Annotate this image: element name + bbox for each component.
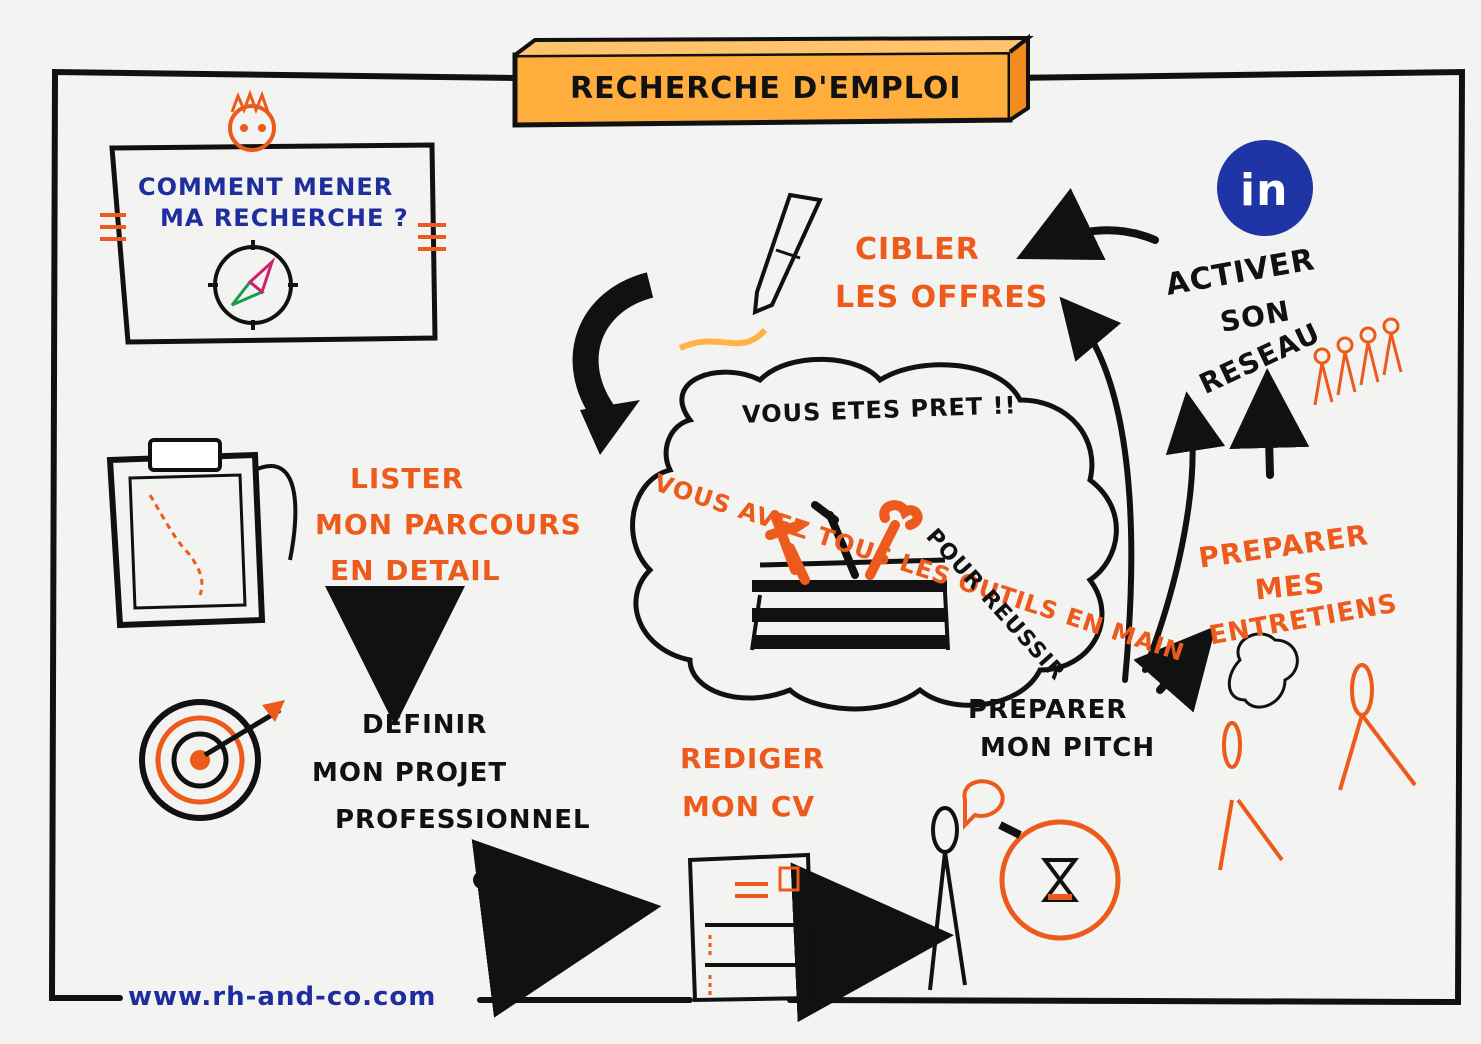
compass-icon	[208, 240, 298, 330]
clipboard-map-icon	[106, 438, 298, 629]
rediger-line-1: REDIGER	[680, 742, 826, 775]
cloud-shape	[630, 356, 1119, 712]
pitch-line-1: PREPARER	[968, 695, 1128, 725]
cibler-line-2: LES OFFRES	[835, 280, 1049, 315]
lister-line-3: EN DETAIL	[330, 554, 501, 587]
linkedin-icon: in	[1217, 140, 1313, 236]
linkedin-badge-text: in	[1240, 165, 1288, 216]
title-banner: RECHERCHE D'EMPLOI	[512, 33, 1034, 128]
cibler-line-1: CIBLER	[855, 232, 980, 267]
toolbox-icon	[750, 500, 950, 651]
rediger-line-2: MON CV	[682, 790, 816, 823]
pitch-figure-icon	[928, 779, 1005, 991]
pen-icon	[678, 192, 823, 351]
cv-document-icon	[687, 852, 815, 1003]
stopwatch-icon	[998, 819, 1121, 941]
curved-arrow-icon	[572, 272, 654, 455]
definir-line-1: DEFINIR	[362, 710, 488, 740]
definir-line-2: MON PROJET	[312, 758, 508, 788]
website-link[interactable]: www.rh-and-co.com	[128, 982, 437, 1012]
network-people-icon	[1313, 317, 1403, 406]
question-line-1: COMMENT MENER	[138, 173, 393, 201]
question-card: COMMENT MENER MA RECHERCHE ?	[100, 89, 446, 345]
pitch-line-2: MON PITCH	[980, 733, 1156, 763]
lister-line-1: LISTER	[350, 462, 465, 495]
definir-line-3: PROFESSIONNEL	[335, 805, 591, 835]
target-icon	[139, 699, 285, 821]
flow-arrows	[325, 188, 1310, 1023]
lister-line-2: MON PARCOURS	[315, 508, 582, 541]
interview-figures-icon	[1218, 632, 1417, 871]
title-text: RECHERCHE D'EMPLOI	[570, 71, 962, 106]
question-line-2: MA RECHERCHE ?	[160, 204, 409, 232]
